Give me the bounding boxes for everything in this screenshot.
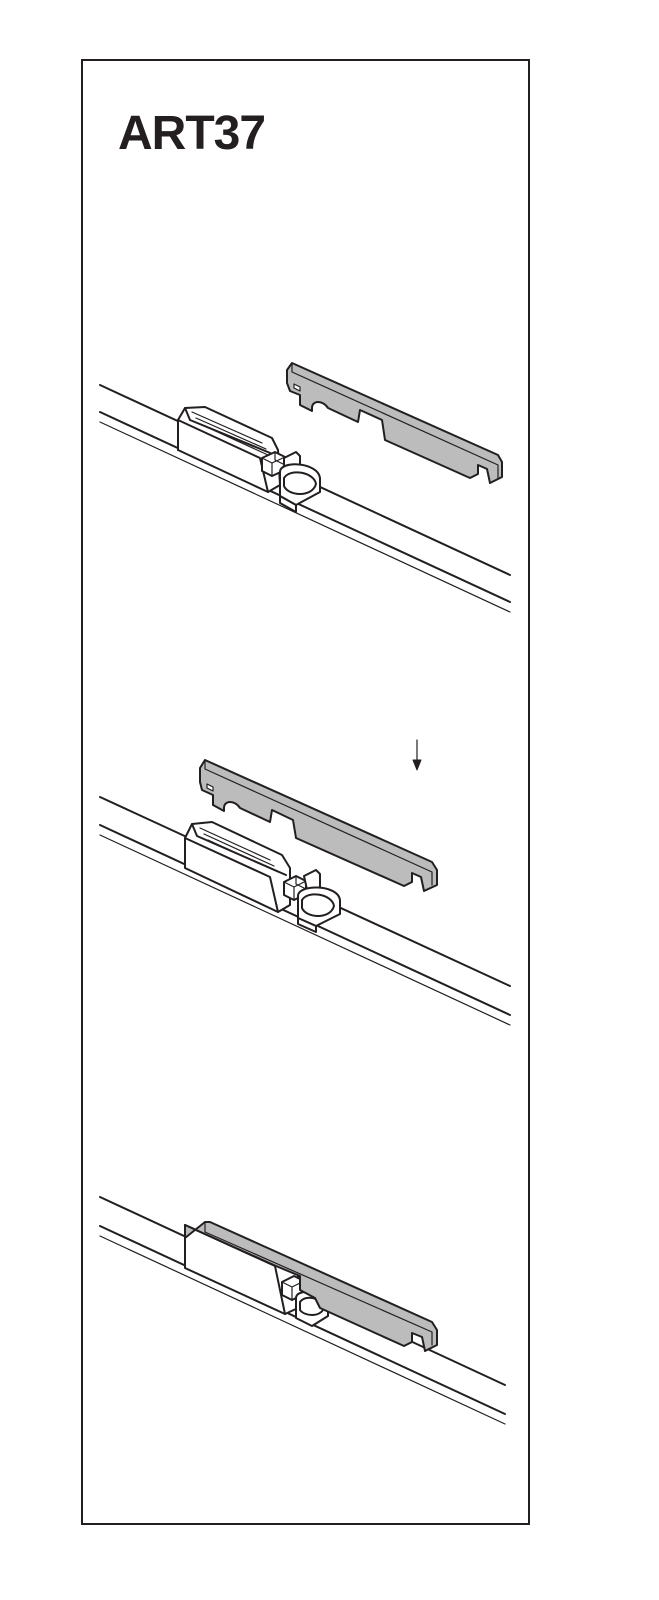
blade-connector <box>184 821 341 933</box>
blade-bottom-rail <box>99 1235 506 1425</box>
step-2-illustration <box>99 739 511 1026</box>
diagram-frame <box>81 59 530 1525</box>
adapter-piece <box>199 759 438 892</box>
adapter-piece <box>286 362 503 484</box>
blade-bottom-rail <box>99 421 511 613</box>
adapter-piece <box>184 1221 438 1352</box>
blade-connector <box>184 1224 329 1327</box>
model-title: ART37 <box>118 107 266 160</box>
down-arrow-icon <box>412 739 422 771</box>
step-1-illustration <box>99 362 511 613</box>
blade-connector <box>177 406 321 513</box>
step-3-illustration <box>99 1196 506 1425</box>
blade-bottom-rail <box>99 834 511 1026</box>
blade-mid-rail <box>99 411 511 603</box>
